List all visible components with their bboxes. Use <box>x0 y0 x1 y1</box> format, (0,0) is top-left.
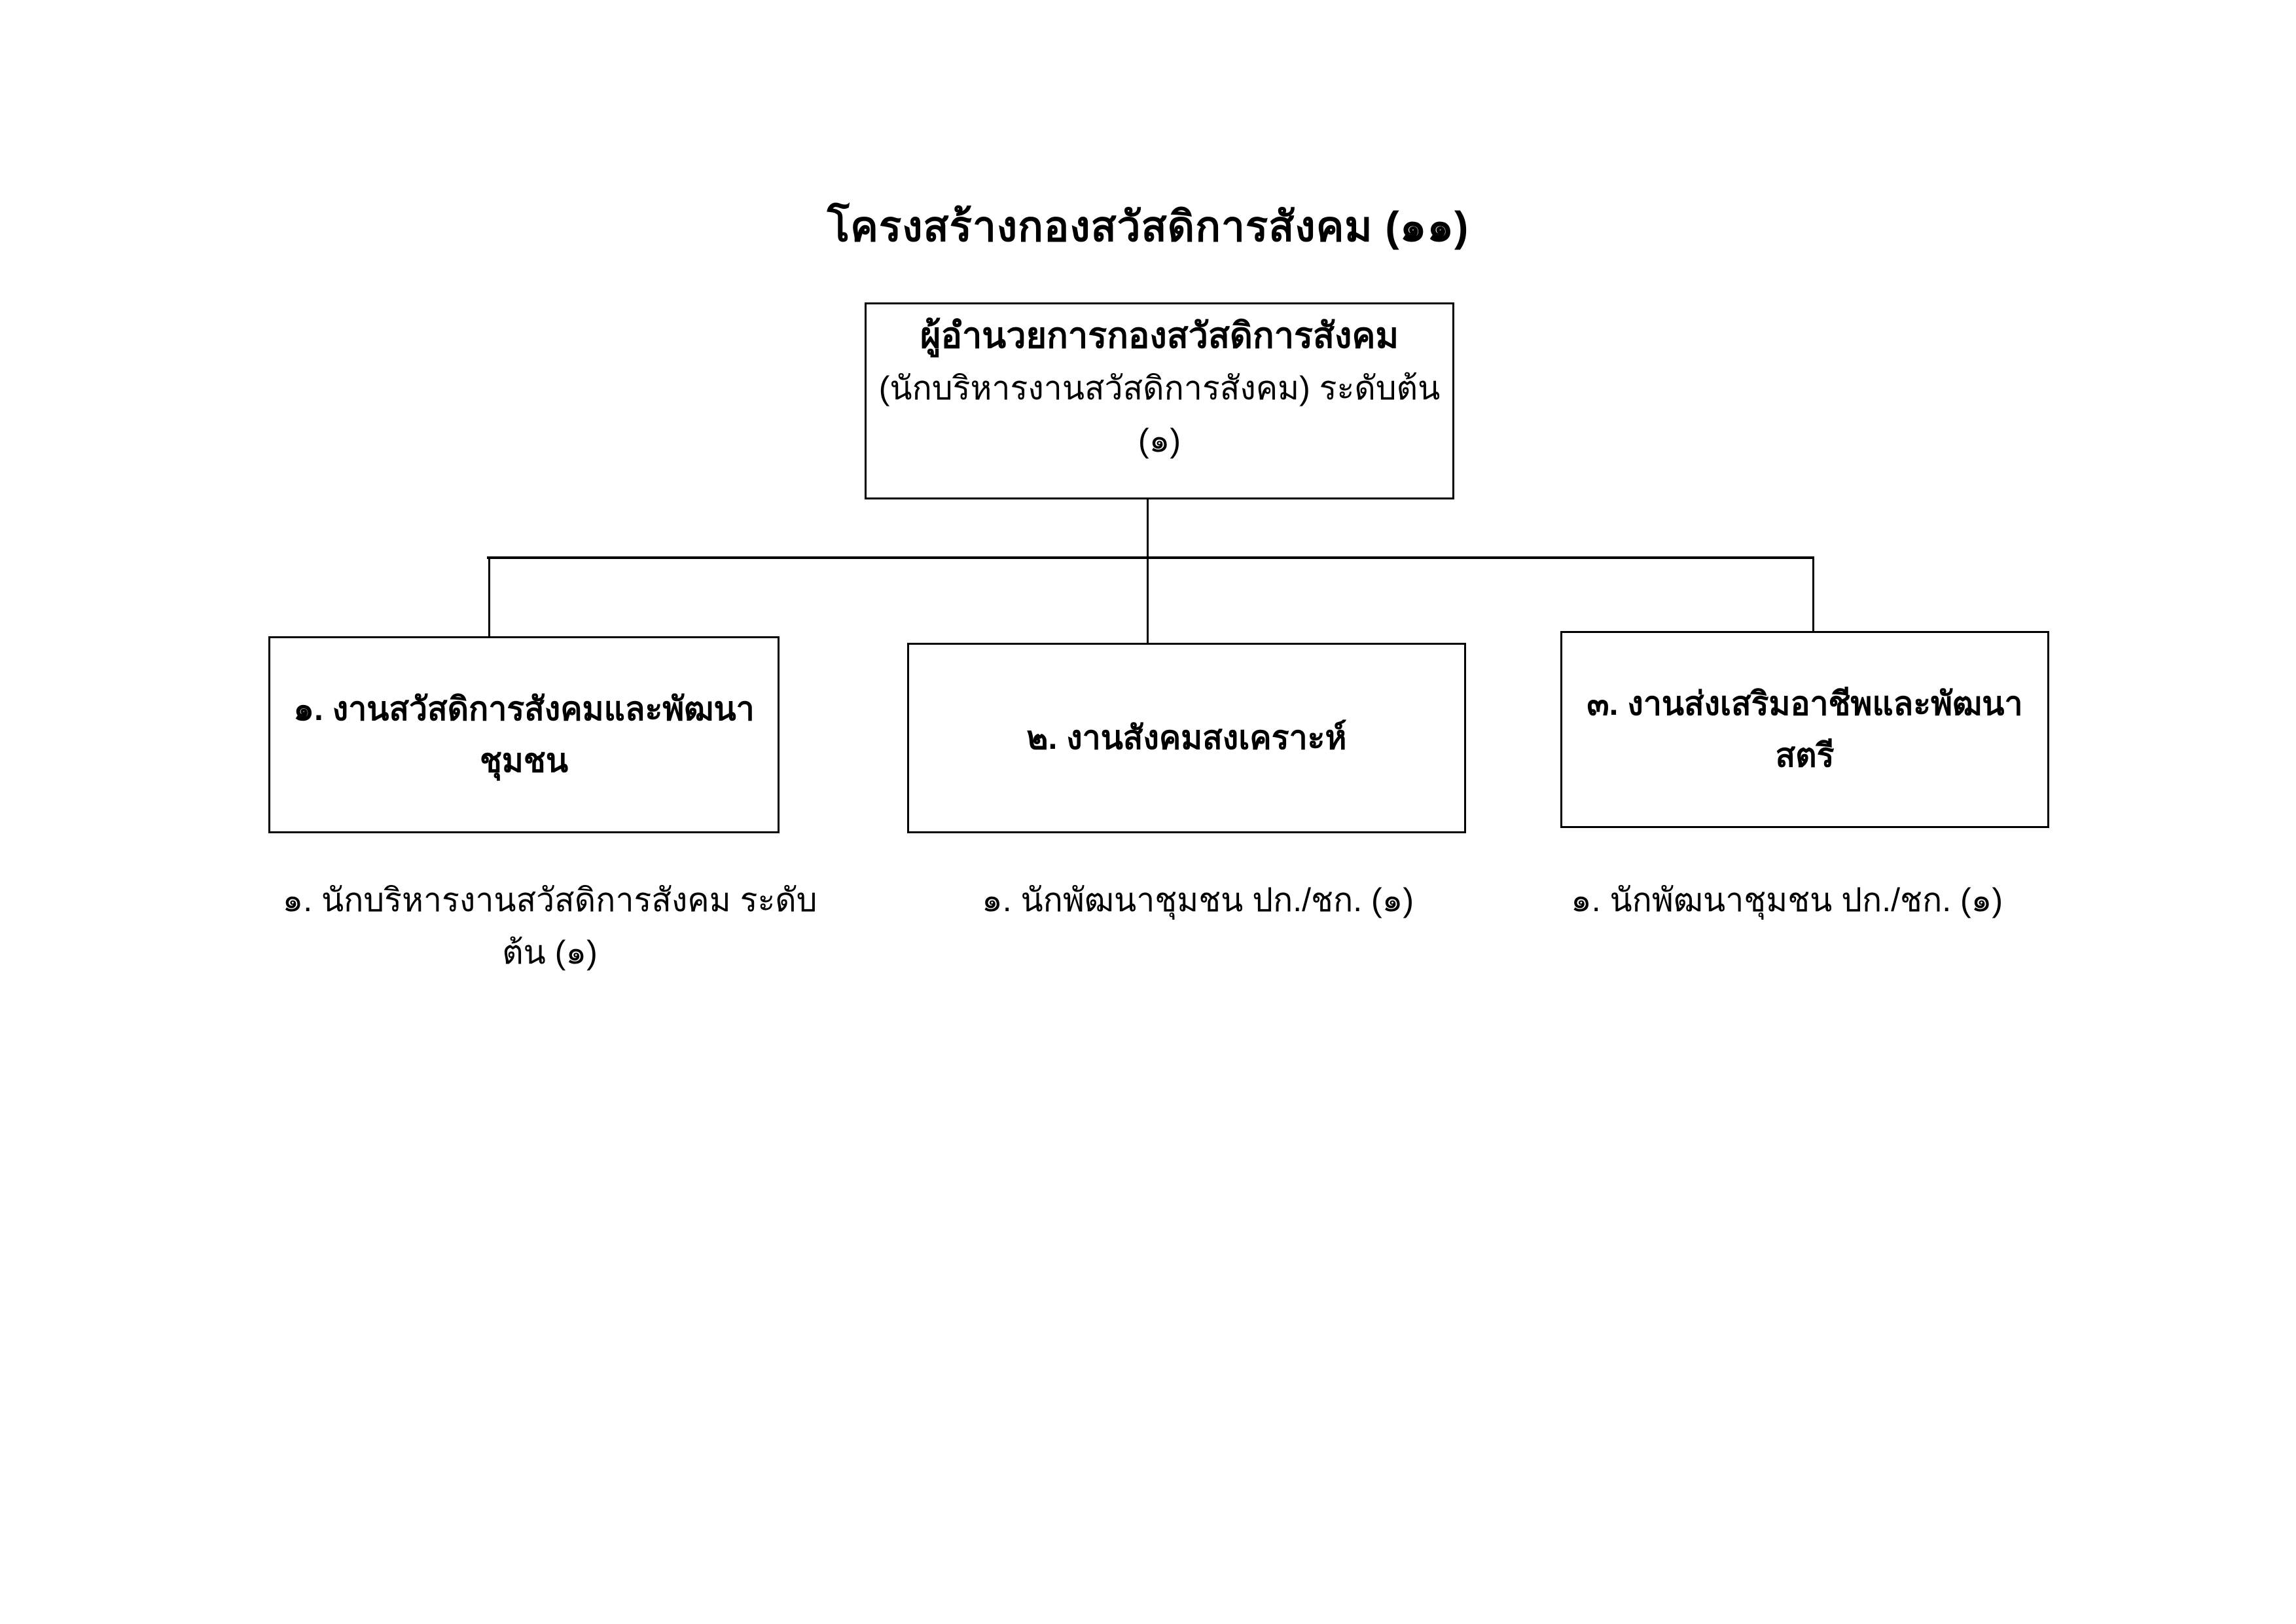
org-box-section-1: ๑. งานสวัสดิการสังคมและพัฒนาชุมชน <box>268 636 780 833</box>
connector-drop-right <box>1812 558 1814 632</box>
director-position: (นักบริหารงานสวัสดิการสังคม) ระดับต้น (๑… <box>878 369 1441 459</box>
section-2-label: ๒. งานสังคมสงเคราะห์ <box>1026 719 1347 756</box>
director-title: ผู้อำนวยการกองสวัสดิการสังคม <box>920 316 1399 355</box>
connector-drop-left <box>488 558 490 638</box>
connector-rail <box>487 556 1814 559</box>
org-box-director: ผู้อำนวยการกองสวัสดิการสังคม (นักบริหารง… <box>865 302 1454 499</box>
org-box-section-3: ๓. งานส่งเสริมอาชีพและพัฒนาสตรี <box>1560 631 2049 828</box>
section-3-staff-note: ๑. นักพัฒนาชุมชน ปก./ชก. (๑) <box>1570 882 2003 918</box>
org-box-section-2: ๒. งานสังคมสงเคราะห์ <box>907 643 1466 833</box>
section-2-staff-note: ๑. นักพัฒนาชุมชน ปก./ชก. (๑) <box>981 882 1414 918</box>
section-1-label: ๑. งานสวัสดิการสังคมและพัฒนาชุมชน <box>293 690 755 779</box>
section-3-label: ๓. งานส่งเสริมอาชีพและพัฒนาสตรี <box>1587 685 2023 774</box>
connector-root-stem <box>1147 499 1149 558</box>
connector-drop-center <box>1147 558 1149 644</box>
section-1-staff-note: ๑. นักบริหารงานสวัสดิการสังคม ระดับต้น (… <box>282 882 817 971</box>
page-title: โครงสร้างกองสวัสดิการสังคม (๑๑) <box>827 203 1469 250</box>
